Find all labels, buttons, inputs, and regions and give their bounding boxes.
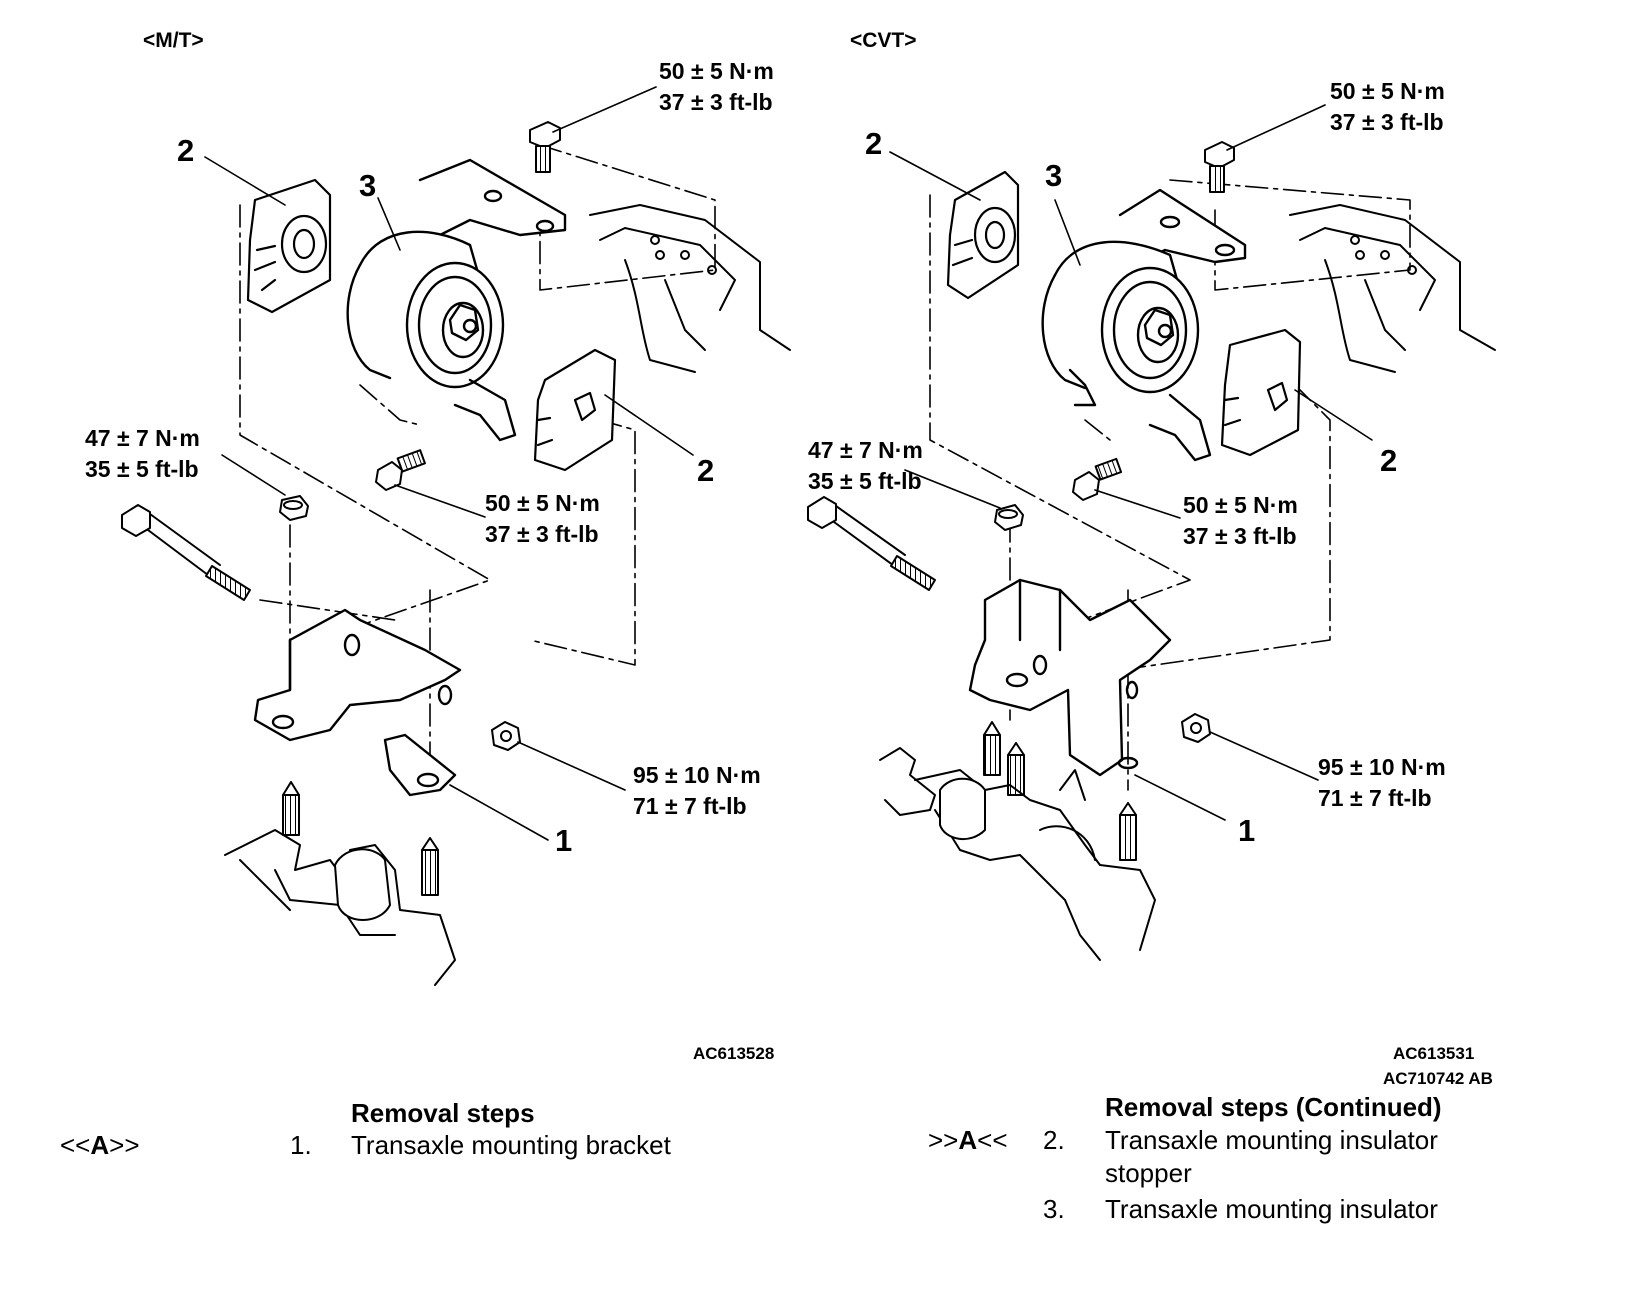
mt-transmission-bottom — [224, 829, 456, 986]
service-point-a-installation: >>A<< — [928, 1125, 1008, 1155]
cvt-torque-top-ftlb: 37 ± 3 ft-lb — [1330, 109, 1444, 135]
cvt-torque-bottom-nm: 95 ± 10 N·m — [1318, 754, 1446, 780]
cvt-transaxle-case — [1289, 204, 1496, 373]
mt-through-bolt — [121, 504, 251, 601]
cvt-torque-left: 47 ± 7 N·m 35 ± 5 ft-lb — [808, 435, 923, 497]
service-point-a-removal: <<A>> — [60, 1130, 140, 1160]
mt-torque-top-ftlb: 37 ± 3 ft-lb — [659, 89, 773, 115]
removal-steps-continued-title: Removal steps (Continued) — [1105, 1092, 1442, 1122]
removal-step-1-number: 1. — [290, 1130, 312, 1160]
mt-diagram — [121, 86, 791, 986]
cvt-image-code-1: AC613531 — [1393, 1044, 1475, 1063]
cvt-nut-side — [1181, 713, 1211, 743]
mt-transaxle-case — [589, 204, 791, 373]
cvt-stopper-left — [946, 170, 1020, 300]
cvt-through-bolt — [807, 496, 936, 591]
mt-studs — [282, 781, 439, 896]
mt-torque-left: 47 ± 7 N·m 35 ± 5 ft-lb — [85, 423, 200, 485]
mt-torque-bottom-nm: 95 ± 10 N·m — [633, 762, 761, 788]
mt-bolt-mid — [375, 449, 426, 491]
removal-step-3-text: Transaxle mounting insulator — [1105, 1194, 1438, 1224]
removal-step-2-text-line2: stopper — [1105, 1158, 1192, 1188]
mt-torque-top-nm: 50 ± 5 N·m — [659, 58, 774, 84]
cvt-torque-top: 50 ± 5 N·m 37 ± 3 ft-lb — [1330, 76, 1445, 138]
mt-torque-left-nm: 47 ± 7 N·m — [85, 425, 200, 451]
cvt-callout-insulator: 3 — [1045, 158, 1063, 193]
cvt-bolt-mid — [1072, 457, 1123, 501]
cvt-studs — [983, 721, 1137, 861]
mt-nut-top — [279, 495, 309, 521]
cvt-torque-left-ftlb: 35 ± 5 ft-lb — [808, 468, 922, 494]
mt-torque-bottom: 95 ± 10 N·m 71 ± 7 ft-lb — [633, 760, 761, 822]
mt-leader-lines — [204, 86, 694, 841]
cvt-leader-lines — [889, 104, 1373, 821]
mt-torque-mid-nm: 50 ± 5 N·m — [485, 490, 600, 516]
mt-stopper-right — [533, 348, 617, 472]
cvt-header: <CVT> — [850, 29, 917, 52]
cvt-diagram — [807, 104, 1496, 961]
cvt-bracket — [968, 578, 1172, 777]
cvt-transmission-bottom — [879, 747, 1156, 961]
mt-callout-bracket: 1 — [555, 823, 573, 858]
cvt-image-code-2: AC710742 AB — [1383, 1069, 1493, 1088]
cvt-insulator — [1041, 188, 1247, 462]
cvt-nut-top — [994, 504, 1024, 531]
mt-torque-top: 50 ± 5 N·m 37 ± 3 ft-lb — [659, 56, 774, 118]
cvt-callout-stopper-left: 2 — [865, 126, 883, 161]
cvt-callout-bracket: 1 — [1238, 813, 1256, 848]
cvt-torque-mid: 50 ± 5 N·m 37 ± 3 ft-lb — [1183, 490, 1298, 552]
cvt-torque-mid-nm: 50 ± 5 N·m — [1183, 492, 1298, 518]
cvt-torque-mid-ftlb: 37 ± 3 ft-lb — [1183, 523, 1297, 549]
cvt-stopper-right — [1220, 328, 1302, 457]
mt-torque-left-ftlb: 35 ± 5 ft-lb — [85, 456, 199, 482]
mt-torque-bottom-ftlb: 71 ± 7 ft-lb — [633, 793, 747, 819]
cvt-torque-bottom-ftlb: 71 ± 7 ft-lb — [1318, 785, 1432, 811]
mt-torque-mid: 50 ± 5 N·m 37 ± 3 ft-lb — [485, 488, 600, 550]
mt-insulator — [346, 158, 567, 442]
mt-torque-mid-ftlb: 37 ± 3 ft-lb — [485, 521, 599, 547]
cvt-torque-left-nm: 47 ± 7 N·m — [808, 437, 923, 463]
mt-callout-insulator: 3 — [359, 168, 377, 203]
mt-header: <M/T> — [143, 29, 204, 52]
mt-bracket — [253, 608, 462, 797]
cvt-torque-bottom: 95 ± 10 N·m 71 ± 7 ft-lb — [1318, 752, 1446, 814]
mt-stopper-left — [246, 178, 332, 314]
mt-bolt-top — [529, 121, 561, 173]
cvt-torque-top-nm: 50 ± 5 N·m — [1330, 78, 1445, 104]
removal-step-1-text: Transaxle mounting bracket — [351, 1130, 671, 1160]
cvt-bolt-top — [1204, 141, 1235, 193]
cvt-callout-stopper-right: 2 — [1380, 443, 1398, 478]
mt-nut-side — [491, 721, 521, 751]
mt-callout-stopper-left: 2 — [177, 133, 195, 168]
mt-image-code: AC613528 — [693, 1044, 775, 1063]
removal-step-2-text: Transaxle mounting insulator — [1105, 1125, 1438, 1155]
removal-step-2-number: 2. — [1043, 1125, 1065, 1155]
removal-step-3-number: 3. — [1043, 1194, 1065, 1224]
mt-callout-stopper-right: 2 — [697, 453, 715, 488]
removal-steps-title: Removal steps — [351, 1098, 535, 1128]
